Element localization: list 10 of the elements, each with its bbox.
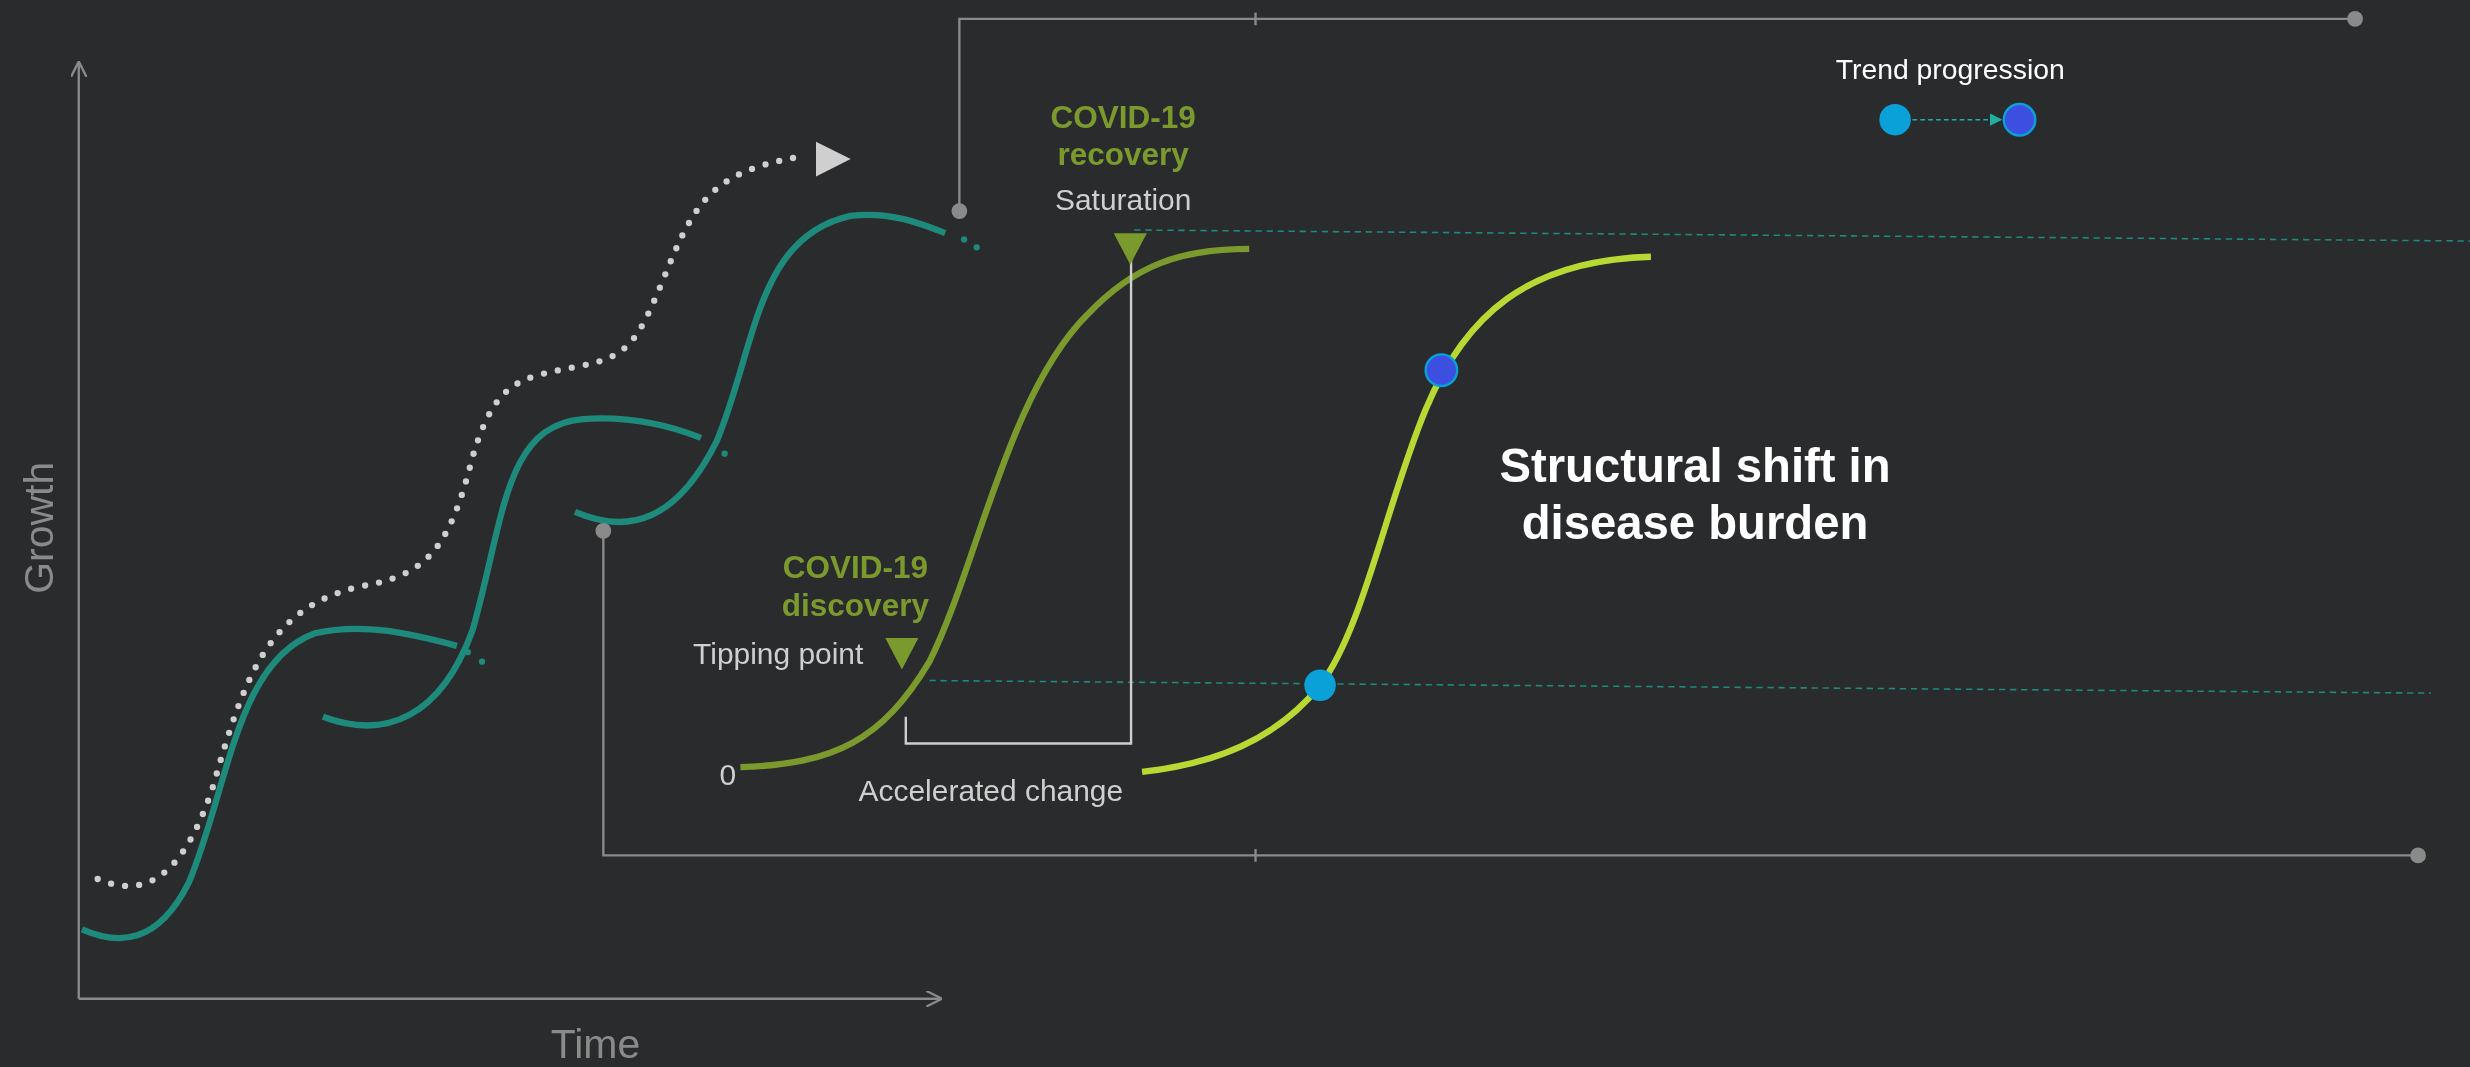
callout-text: Structural shift in disease burden bbox=[1498, 438, 1892, 551]
value-label: 0 bbox=[719, 758, 737, 794]
annotation-heading: COVID-19 recovery bbox=[1049, 98, 1197, 174]
annotation-label: Accelerated change bbox=[858, 774, 1124, 810]
annotation-label: Tipping point bbox=[693, 637, 864, 673]
annotation-label: Saturation bbox=[1054, 183, 1192, 219]
legend-label: Trend progression bbox=[1835, 53, 2065, 88]
axis-title: Time bbox=[550, 1019, 641, 1067]
annotation-heading: COVID-19 discovery bbox=[780, 548, 930, 624]
axis-title: Growth bbox=[14, 461, 64, 594]
